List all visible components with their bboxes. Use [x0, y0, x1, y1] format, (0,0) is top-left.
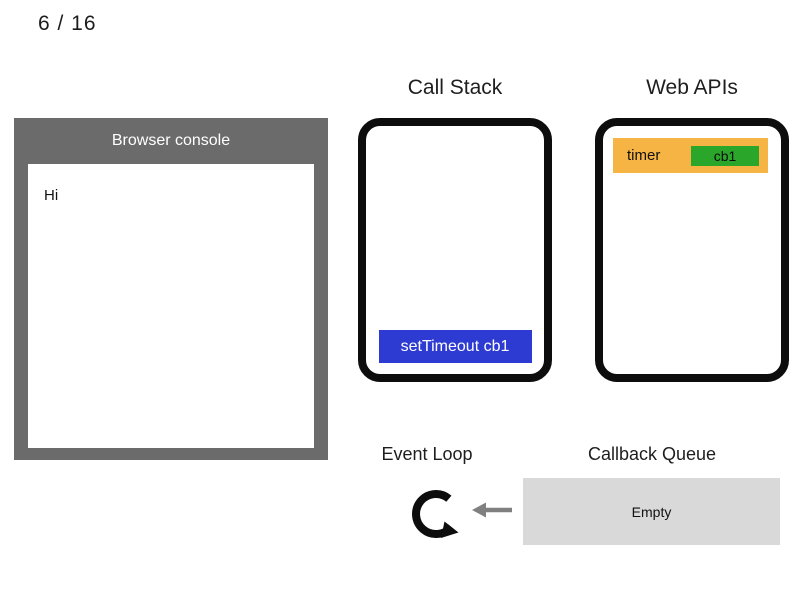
- browser-console-title: Browser console: [111, 132, 231, 149]
- web-apis-box: timer cb1: [595, 118, 789, 382]
- left-arrow-icon: [472, 502, 512, 518]
- timer-callback-chip: cb1: [691, 145, 759, 166]
- slide-counter: 6 / 16: [38, 12, 97, 35]
- event-loop-title: Event Loop: [381, 444, 473, 464]
- stack-frame-settimeout: setTimeout cb1: [378, 330, 532, 363]
- browser-console-panel: Browser console Hi: [14, 118, 328, 460]
- console-log-line: Hi: [44, 187, 59, 204]
- browser-console-output: Hi: [28, 164, 314, 448]
- call-stack-title: Call Stack: [407, 76, 503, 99]
- callback-queue-title: Callback Queue: [587, 444, 717, 464]
- web-apis-title: Web APIs: [646, 76, 738, 99]
- callback-queue-empty-label: Empty: [631, 503, 672, 520]
- web-api-timer-row: timer cb1: [613, 138, 768, 173]
- callback-queue-box: Empty: [523, 478, 780, 545]
- timer-label: timer: [627, 147, 661, 164]
- call-stack-box: setTimeout cb1: [358, 118, 552, 382]
- clockwise-loop-arrow-icon: [412, 490, 459, 538]
